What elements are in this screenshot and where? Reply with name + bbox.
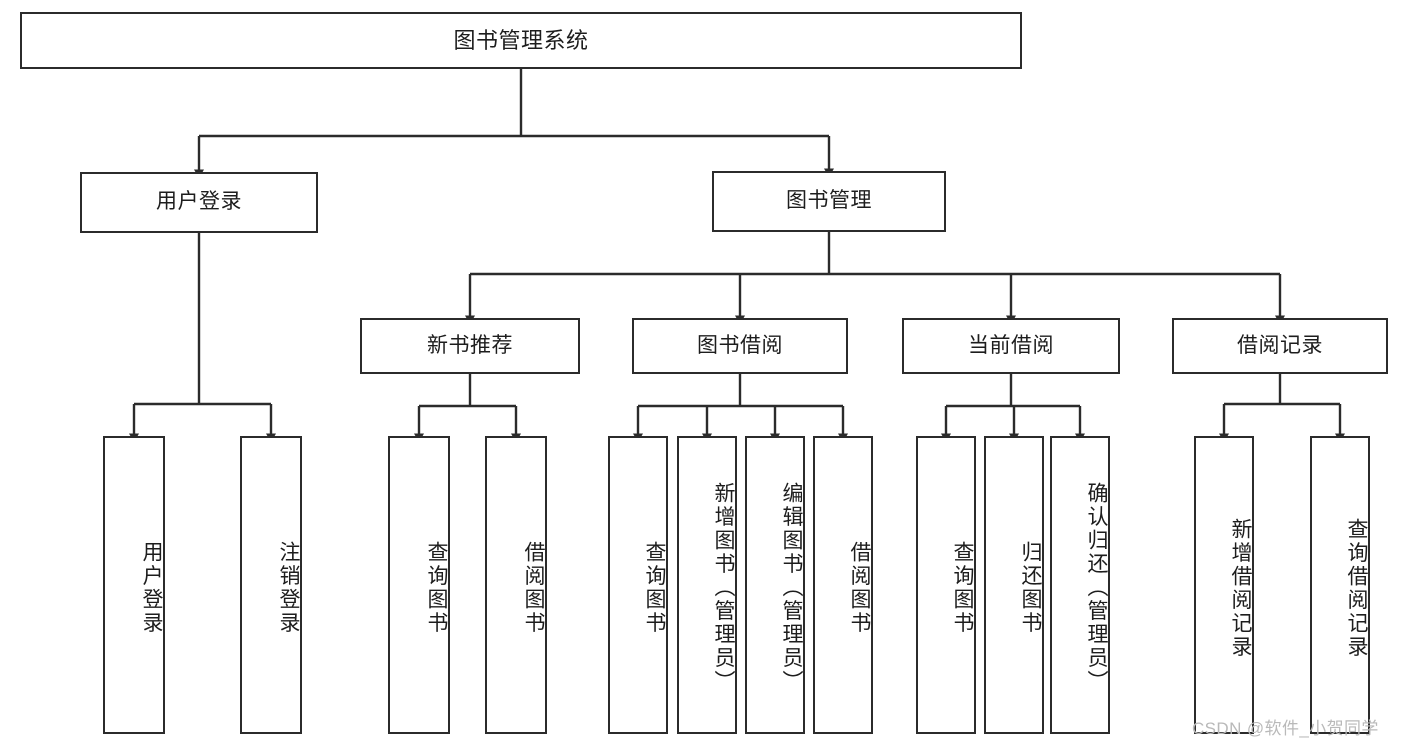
csdn-watermark: CSDN @软件_小贺同学: [1192, 719, 1379, 738]
node-current-borrow[interactable]: 当前借阅: [902, 318, 1120, 374]
node-leaf-add-book-admin[interactable]: 新增图书（管理员）: [677, 436, 737, 734]
node-leaf-borrow-book-recommend[interactable]: 借阅图书: [485, 436, 547, 734]
node-label: 查询图书: [643, 541, 666, 635]
node-label: 图书管理系统: [453, 27, 589, 53]
node-label: 图书管理: [786, 189, 872, 213]
node-label: 查询借阅记录: [1345, 517, 1368, 659]
node-label: 查询图书: [951, 541, 974, 635]
edge-group-book-borrow: [633, 374, 848, 443]
node-borrow-record[interactable]: 借阅记录: [1172, 318, 1388, 374]
node-new-book-recommend[interactable]: 新书推荐: [360, 318, 580, 374]
edge-group-root: [194, 69, 834, 179]
node-leaf-query-book-current[interactable]: 查询图书: [916, 436, 976, 734]
node-leaf-add-borrow-record[interactable]: 新增借阅记录: [1194, 436, 1254, 734]
node-label: 借阅图书: [848, 541, 871, 635]
edge-group-book-manage: [465, 232, 1285, 325]
node-book-manage[interactable]: 图书管理: [712, 171, 946, 232]
node-leaf-confirm-return-admin[interactable]: 确认归还（管理员）: [1050, 436, 1110, 734]
node-user-login[interactable]: 用户登录: [80, 172, 318, 233]
edge-group-new-book-recommend: [414, 374, 521, 443]
node-label: 注销登录: [277, 541, 300, 635]
node-leaf-query-book-recommend[interactable]: 查询图书: [388, 436, 450, 734]
node-label: 确认归还（管理员）: [1085, 482, 1108, 694]
node-root[interactable]: 图书管理系统: [20, 12, 1022, 69]
node-label: 新书推荐: [427, 333, 513, 357]
edge-group-current-borrow: [941, 374, 1085, 443]
node-label: 查询图书: [425, 541, 448, 635]
node-label: 编辑图书（管理员）: [780, 482, 803, 694]
node-label: 新增图书（管理员）: [712, 482, 735, 694]
node-label: 当前借阅: [968, 333, 1054, 357]
node-label: 用户登录: [140, 541, 163, 635]
node-label: 借阅图书: [522, 541, 545, 635]
node-label: 图书借阅: [697, 333, 783, 357]
node-leaf-query-borrow-record[interactable]: 查询借阅记录: [1310, 436, 1370, 734]
node-leaf-query-book-borrow[interactable]: 查询图书: [608, 436, 668, 734]
node-leaf-logout[interactable]: 注销登录: [240, 436, 302, 734]
node-leaf-borrow-book[interactable]: 借阅图书: [813, 436, 873, 734]
node-leaf-user-login[interactable]: 用户登录: [103, 436, 165, 734]
node-label: 归还图书: [1019, 541, 1042, 635]
node-label: 借阅记录: [1237, 333, 1323, 357]
node-book-borrow[interactable]: 图书借阅: [632, 318, 848, 374]
node-leaf-edit-book-admin[interactable]: 编辑图书（管理员）: [745, 436, 805, 734]
edge-group-borrow-record: [1219, 374, 1345, 443]
node-label: 用户登录: [156, 190, 242, 214]
edge-group-user-login: [129, 233, 276, 443]
node-leaf-return-book[interactable]: 归还图书: [984, 436, 1044, 734]
node-label: 新增借阅记录: [1229, 517, 1252, 659]
